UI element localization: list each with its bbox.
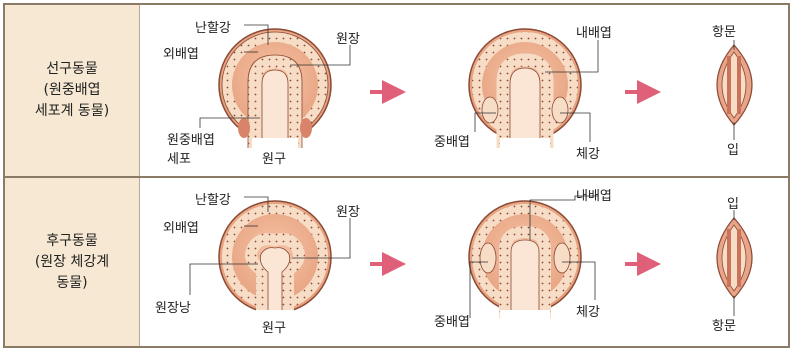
label-cavity: 난할강 — [195, 21, 231, 36]
label-endoderm: 내배엽 — [576, 189, 612, 204]
label-mesoderm: 중배엽 — [434, 315, 470, 330]
label-archenteron: 원장 — [336, 205, 360, 220]
label-blastopore: 원구 — [262, 152, 286, 167]
label-mesoderm-cell: 세포 — [167, 152, 191, 167]
label-mesoderm-cell: 원중배엽 — [167, 133, 215, 148]
gastrula-protostome-early — [219, 29, 331, 152]
gastrula-deuterostome-early — [219, 201, 331, 322]
label-adult-bottom: 입 — [727, 143, 739, 158]
label-adult-bottom: 항문 — [712, 319, 736, 334]
adult-body-deuterostome — [717, 218, 752, 298]
adult-body-protostome — [717, 45, 752, 125]
label-coelom: 체강 — [576, 305, 600, 320]
label-ectoderm: 외배엽 — [163, 221, 199, 236]
gastrula-deuterostome-late — [469, 201, 581, 322]
label-blastopore: 원구 — [262, 321, 286, 336]
label-archenteron: 원장 — [336, 32, 360, 47]
label-endoderm: 내배엽 — [576, 26, 612, 41]
label-ectoderm: 외배엽 — [163, 47, 199, 62]
label-adult-top: 입 — [727, 197, 739, 212]
label-mesoderm: 중배엽 — [434, 135, 470, 150]
label-cavity: 난할강 — [195, 193, 231, 208]
gastrula-protostome-late — [469, 29, 581, 152]
label-coelom: 체강 — [576, 147, 600, 162]
label-adult-top: 항문 — [712, 25, 736, 40]
label-pouch: 원장낭 — [155, 301, 191, 316]
